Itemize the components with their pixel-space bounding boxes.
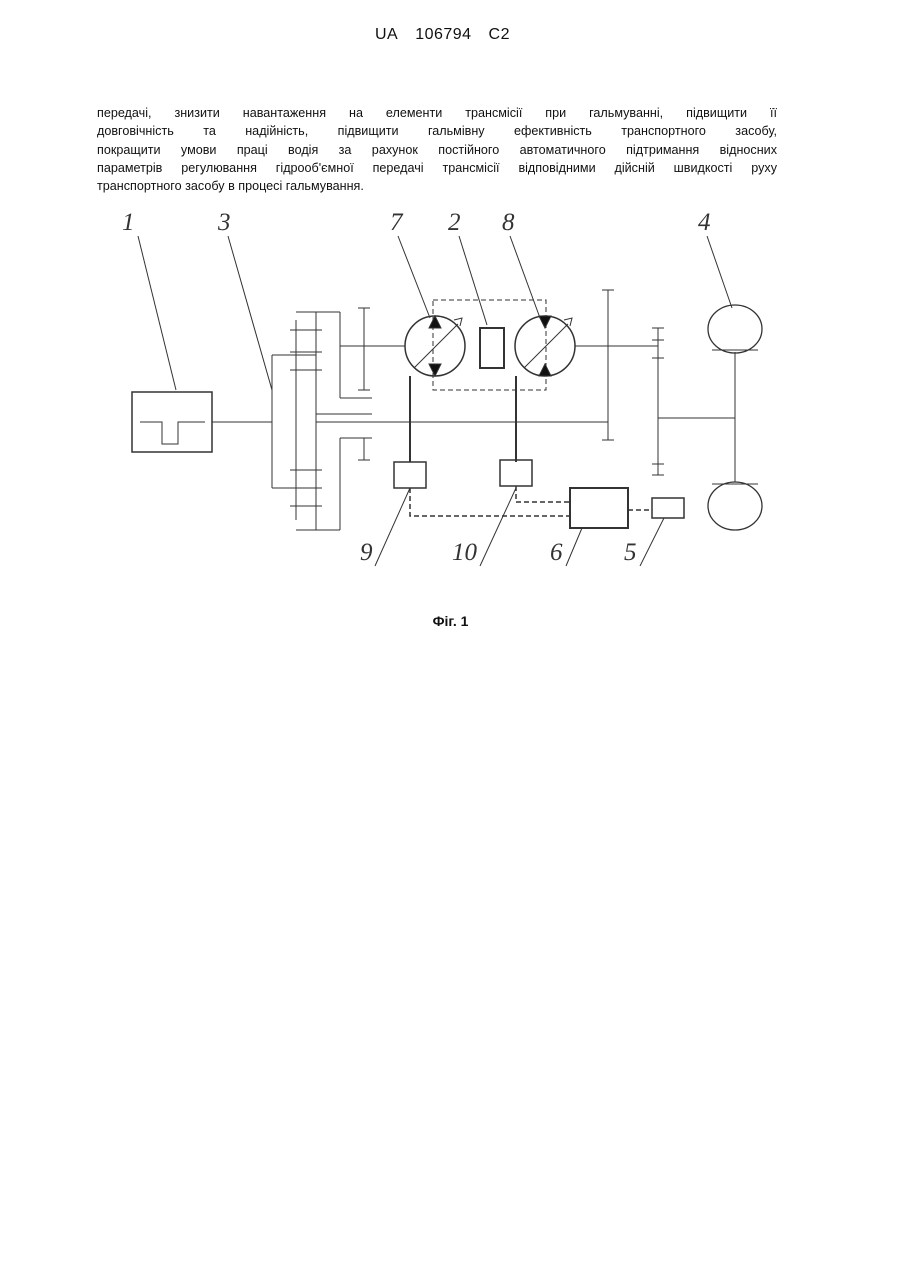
sensor-5: [652, 498, 684, 518]
leader-9: [375, 488, 410, 566]
planetary-gearset: [272, 308, 405, 530]
ref-label-10: 10: [452, 539, 478, 566]
transmission-schematic: 1 3 7 2 8 4 9 10 6 5: [0, 200, 901, 600]
patent-country: UA: [375, 26, 398, 43]
leader-4: [707, 236, 732, 308]
leader-6: [566, 528, 582, 566]
leader-2: [459, 236, 487, 325]
signal-line-10: [516, 486, 570, 502]
leader-3: [228, 236, 272, 390]
paragraph-line: параметрів регулювання гідрооб'ємної пер…: [97, 159, 777, 177]
leader-8: [510, 236, 540, 318]
controller-6: [570, 488, 628, 528]
ref-label-1: 1: [122, 209, 135, 236]
ref-label-8: 8: [502, 209, 515, 236]
paragraph-line: довговічність та надійність, підвищити г…: [97, 122, 777, 140]
paragraph-line: покращити умови праці водія за рахунок п…: [97, 141, 777, 159]
leader-1: [138, 236, 176, 390]
engine-block: [132, 392, 212, 452]
patent-kind: C2: [489, 26, 510, 43]
ref-label-2: 2: [448, 209, 461, 236]
paragraph-line: передачі, знизити навантаження на елемен…: [97, 104, 777, 122]
ref-label-4: 4: [698, 209, 711, 236]
patent-number: 106794: [415, 26, 471, 43]
hydraulic-enclosure: [433, 300, 546, 390]
ref-label-6: 6: [550, 539, 563, 566]
figure-caption: Фіг. 1: [0, 613, 901, 629]
leader-7: [398, 236, 430, 318]
paragraph-line: транспортного засобу в процесі гальмуван…: [97, 177, 777, 195]
ref-label-7: 7: [390, 209, 404, 236]
patent-header: UA 106794 C2: [0, 26, 885, 44]
sensor-10: [500, 460, 532, 486]
description-paragraph: передачі, знизити навантаження на елемен…: [97, 104, 777, 195]
leader-5: [640, 518, 664, 566]
ref-label-9: 9: [360, 539, 373, 566]
valve-2: [480, 328, 504, 368]
sensor-9: [394, 462, 426, 488]
ref-label-5: 5: [624, 539, 637, 566]
ref-label-3: 3: [217, 209, 231, 236]
leader-10: [480, 488, 516, 566]
signal-line-9: [410, 488, 570, 516]
